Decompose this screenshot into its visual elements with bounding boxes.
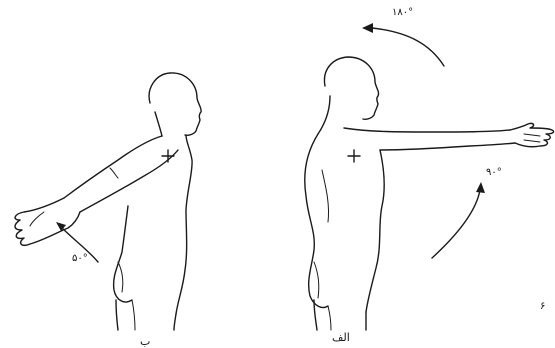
right-angle-arc-180	[372, 28, 444, 66]
left-leg-back	[116, 300, 118, 330]
right-figure	[305, 23, 554, 330]
right-figure-caption: الف	[332, 332, 350, 343]
right-angle-label-90: ۹۰°	[486, 168, 502, 178]
right-angle-arrowhead-90	[476, 182, 485, 193]
left-head	[149, 73, 201, 135]
left-arm-crease	[110, 168, 118, 178]
right-angle-arrowhead-180	[362, 23, 373, 33]
right-angle-arc-90	[432, 190, 480, 258]
left-hand	[15, 198, 80, 245]
right-head	[324, 57, 378, 119]
left-leg-inner	[132, 300, 135, 330]
left-arm-lower	[80, 150, 178, 212]
right-angle-label-180: ۱۸۰°	[392, 8, 413, 18]
left-front-contour	[176, 135, 192, 314]
left-back-contour	[155, 112, 162, 136]
left-buttock-crease	[118, 262, 123, 292]
left-arm-upper	[64, 136, 162, 198]
right-front-contour	[366, 150, 384, 312]
right-finger-lines	[524, 134, 540, 142]
left-figure-caption: ب	[140, 336, 150, 347]
right-arm-upper	[344, 128, 510, 132]
page-marker: ۶	[540, 302, 545, 312]
right-arm-lower	[380, 143, 515, 150]
right-shoulder-marker	[348, 150, 360, 162]
left-shoulder-marker	[162, 150, 174, 162]
right-leg-inner	[328, 306, 331, 330]
left-thumb	[30, 212, 44, 226]
left-angle-label: ۵۰°	[72, 254, 88, 264]
right-buttock-crease	[314, 262, 319, 298]
left-leg-front	[174, 314, 176, 330]
right-side-contour	[322, 170, 329, 222]
left-figure	[15, 73, 201, 330]
